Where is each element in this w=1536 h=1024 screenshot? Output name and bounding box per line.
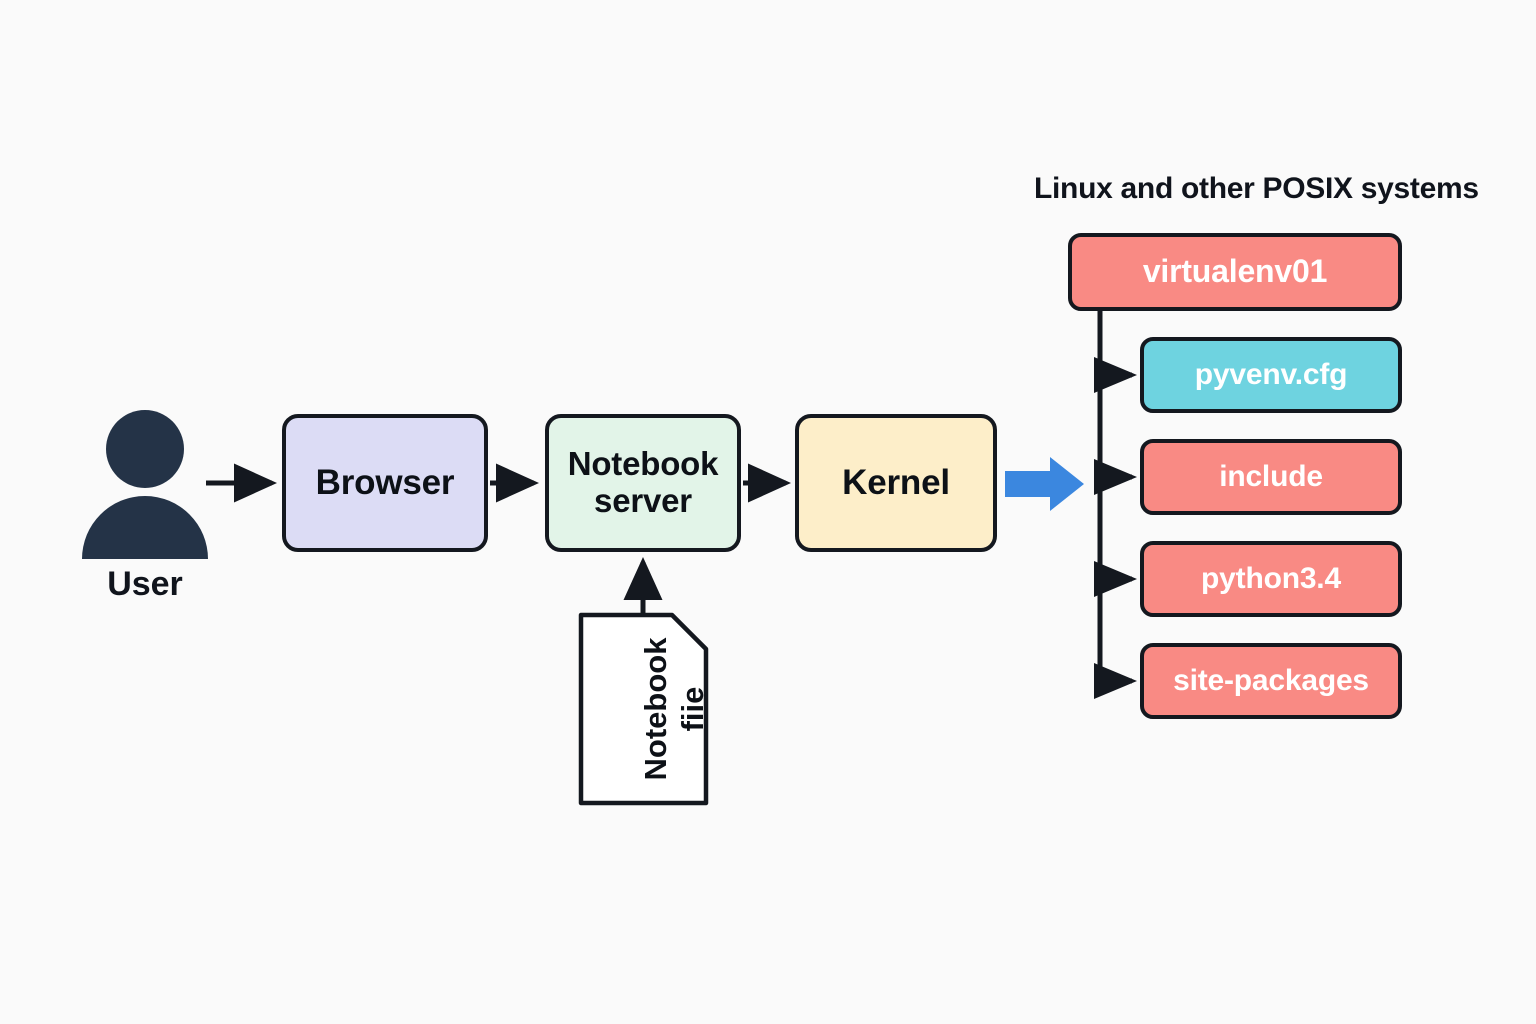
node-notebook-server[interactable]: Notebook server bbox=[545, 414, 741, 552]
node-include-label: include bbox=[1219, 460, 1323, 494]
node-site-packages-label: site-packages bbox=[1173, 664, 1369, 698]
node-browser-label: Browser bbox=[315, 463, 455, 503]
user-avatar-icon bbox=[106, 410, 184, 488]
node-include[interactable]: include bbox=[1140, 439, 1402, 515]
node-pyvenv-cfg[interactable]: pyvenv.cfg bbox=[1140, 337, 1402, 413]
node-virtualenv01[interactable]: virtualenv01 bbox=[1068, 233, 1402, 311]
node-kernel[interactable]: Kernel bbox=[795, 414, 997, 552]
node-virtualenv01-label: virtualenv01 bbox=[1142, 253, 1328, 290]
node-python34-label: python3.4 bbox=[1201, 562, 1341, 596]
node-site-packages[interactable]: site-packages bbox=[1140, 643, 1402, 719]
user-avatar-body-icon bbox=[82, 496, 208, 559]
node-pyvenv-cfg-label: pyvenv.cfg bbox=[1194, 358, 1348, 392]
node-python34[interactable]: python3.4 bbox=[1140, 541, 1402, 617]
node-browser[interactable]: Browser bbox=[282, 414, 488, 552]
notebook-file-label: Notebook fiie bbox=[638, 637, 710, 781]
node-notebook-server-label: Notebook server bbox=[567, 445, 719, 519]
posix-systems-title: Linux and other POSIX systems bbox=[1034, 172, 1479, 205]
user-label: User bbox=[107, 565, 183, 603]
user-node[interactable]: User bbox=[80, 410, 210, 603]
blue-block-arrow-icon bbox=[1005, 457, 1084, 511]
node-kernel-label: Kernel bbox=[842, 463, 950, 503]
